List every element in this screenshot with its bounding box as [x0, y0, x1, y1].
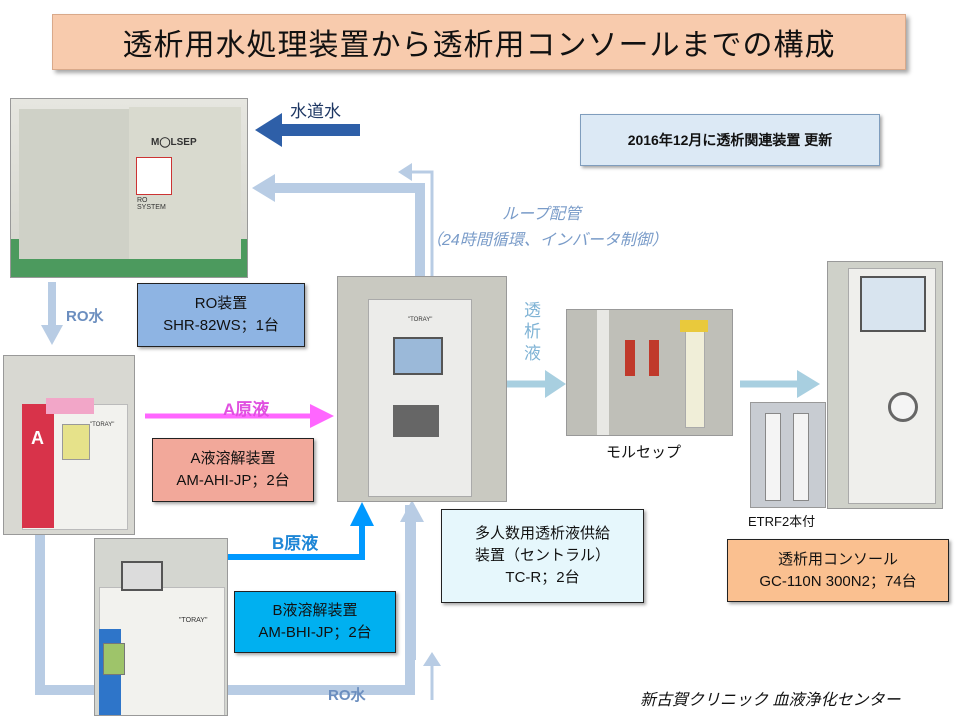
b-dissolver-photo: "TORAY" [94, 538, 228, 716]
ro-device-box: RO装置 SHR-82WS；1台 [137, 283, 305, 347]
loop-label-line1: ループ配管 [502, 206, 582, 223]
ro-device-name: RO装置 [194, 295, 248, 313]
ro-device-model: SHR-82WS；1台 [163, 317, 279, 334]
ro-water-label-bottom: RO水 [328, 687, 366, 704]
a-dissolver-model: AM-AHI-JP；2台 [176, 472, 290, 489]
central-toray-text: "TORAY" [408, 317, 433, 323]
molsep-valve-2 [649, 340, 659, 376]
molsep-cap [680, 320, 708, 332]
b-dissolver-model: AM-BHI-JP；2台 [258, 624, 372, 641]
a-toray-text: "TORAY" [90, 422, 115, 428]
console-screen [860, 276, 926, 332]
footer-clinic-name: 新古賀クリニック 血液浄化センター [640, 692, 901, 709]
a-dissolver-name: A液溶解装置 [190, 450, 276, 468]
console-pump [888, 392, 918, 422]
molsep-pipe-1 [597, 310, 609, 435]
etrf-photo [750, 402, 826, 508]
b-toray-text: "TORAY" [179, 617, 208, 624]
a-hopper [46, 398, 94, 414]
loop-pipe-thin [405, 170, 434, 278]
etrf-filter-2 [793, 413, 809, 501]
molsep-label: モルセップ [606, 444, 682, 461]
a-dissolver-photo: A "TORAY" [3, 355, 135, 535]
central-supply-name-2: 装置（セントラル） [474, 547, 610, 565]
console-name: 透析用コンソール [777, 550, 898, 568]
ro-brand: M◯LSEP [151, 137, 197, 148]
molsep-valve-1 [625, 340, 635, 376]
loop-return-pipe [270, 183, 425, 278]
console-box: 透析用コンソール GC-110N 300N2；74台 [727, 539, 949, 602]
central-supply-name-1: 多人数用透析液供給 [474, 525, 610, 543]
dialysate-char-3: 液 [524, 343, 541, 363]
b-label-sheet [103, 643, 125, 675]
a-concentrate-label: A原液 [223, 400, 270, 419]
b-concentrate-label: B原液 [272, 534, 319, 553]
loop-return-arrowhead [252, 174, 275, 202]
central-cabinet [368, 299, 472, 497]
ro-system-photo: M◯LSEP RO SYSTEM [10, 98, 248, 278]
central-panel [393, 405, 439, 437]
console-photo [827, 261, 943, 509]
central-supply-photo: "TORAY" [337, 276, 507, 502]
a-label-sheet [62, 424, 90, 460]
console-model: GC-110N 300N2；74台 [759, 572, 917, 590]
update-note-text: 2016年12月に透析関連装置 更新 [627, 131, 833, 148]
central-screen [393, 337, 443, 375]
dialysate-char-2: 析 [524, 322, 541, 342]
molsep-photo [566, 309, 733, 436]
a-dissolver-box: A液溶解装置 AM-AHI-JP；2台 [152, 438, 314, 502]
etrf-filter-1 [765, 413, 781, 501]
central-supply-box: 多人数用透析液供給 装置（セントラル） TC-R；2台 [441, 509, 644, 603]
b-concentrate-arrow [228, 522, 365, 560]
a-letter: A [31, 428, 44, 448]
etrf-label: ETRF2本付 [748, 514, 816, 529]
molsep-filter [685, 326, 705, 428]
central-supply-model: TC-R；2台 [505, 568, 580, 586]
page-title: 透析用水処理装置から透析用コンソールまでの構成 [52, 14, 906, 70]
a-red-panel [22, 404, 54, 528]
ro-system-text: RO SYSTEM [137, 197, 166, 211]
dialysate-label: 透 析 液 [524, 300, 541, 364]
b-dissolver-box: B液溶解装置 AM-BHI-JP；2台 [234, 591, 396, 653]
ro-cabinet-left [19, 109, 130, 259]
loop-label-line2: （24時間循環、インバータ制御） [426, 232, 668, 249]
warning-sign [136, 157, 172, 195]
ro-water-label-left: RO水 [66, 308, 104, 325]
b-screen [121, 561, 163, 591]
update-note: 2016年12月に透析関連装置 更新 [580, 114, 880, 166]
tap-water-label: 水道水 [290, 102, 341, 121]
b-dissolver-name: B液溶解装置 [272, 602, 358, 620]
dialysate-char-1: 透 [524, 301, 541, 320]
